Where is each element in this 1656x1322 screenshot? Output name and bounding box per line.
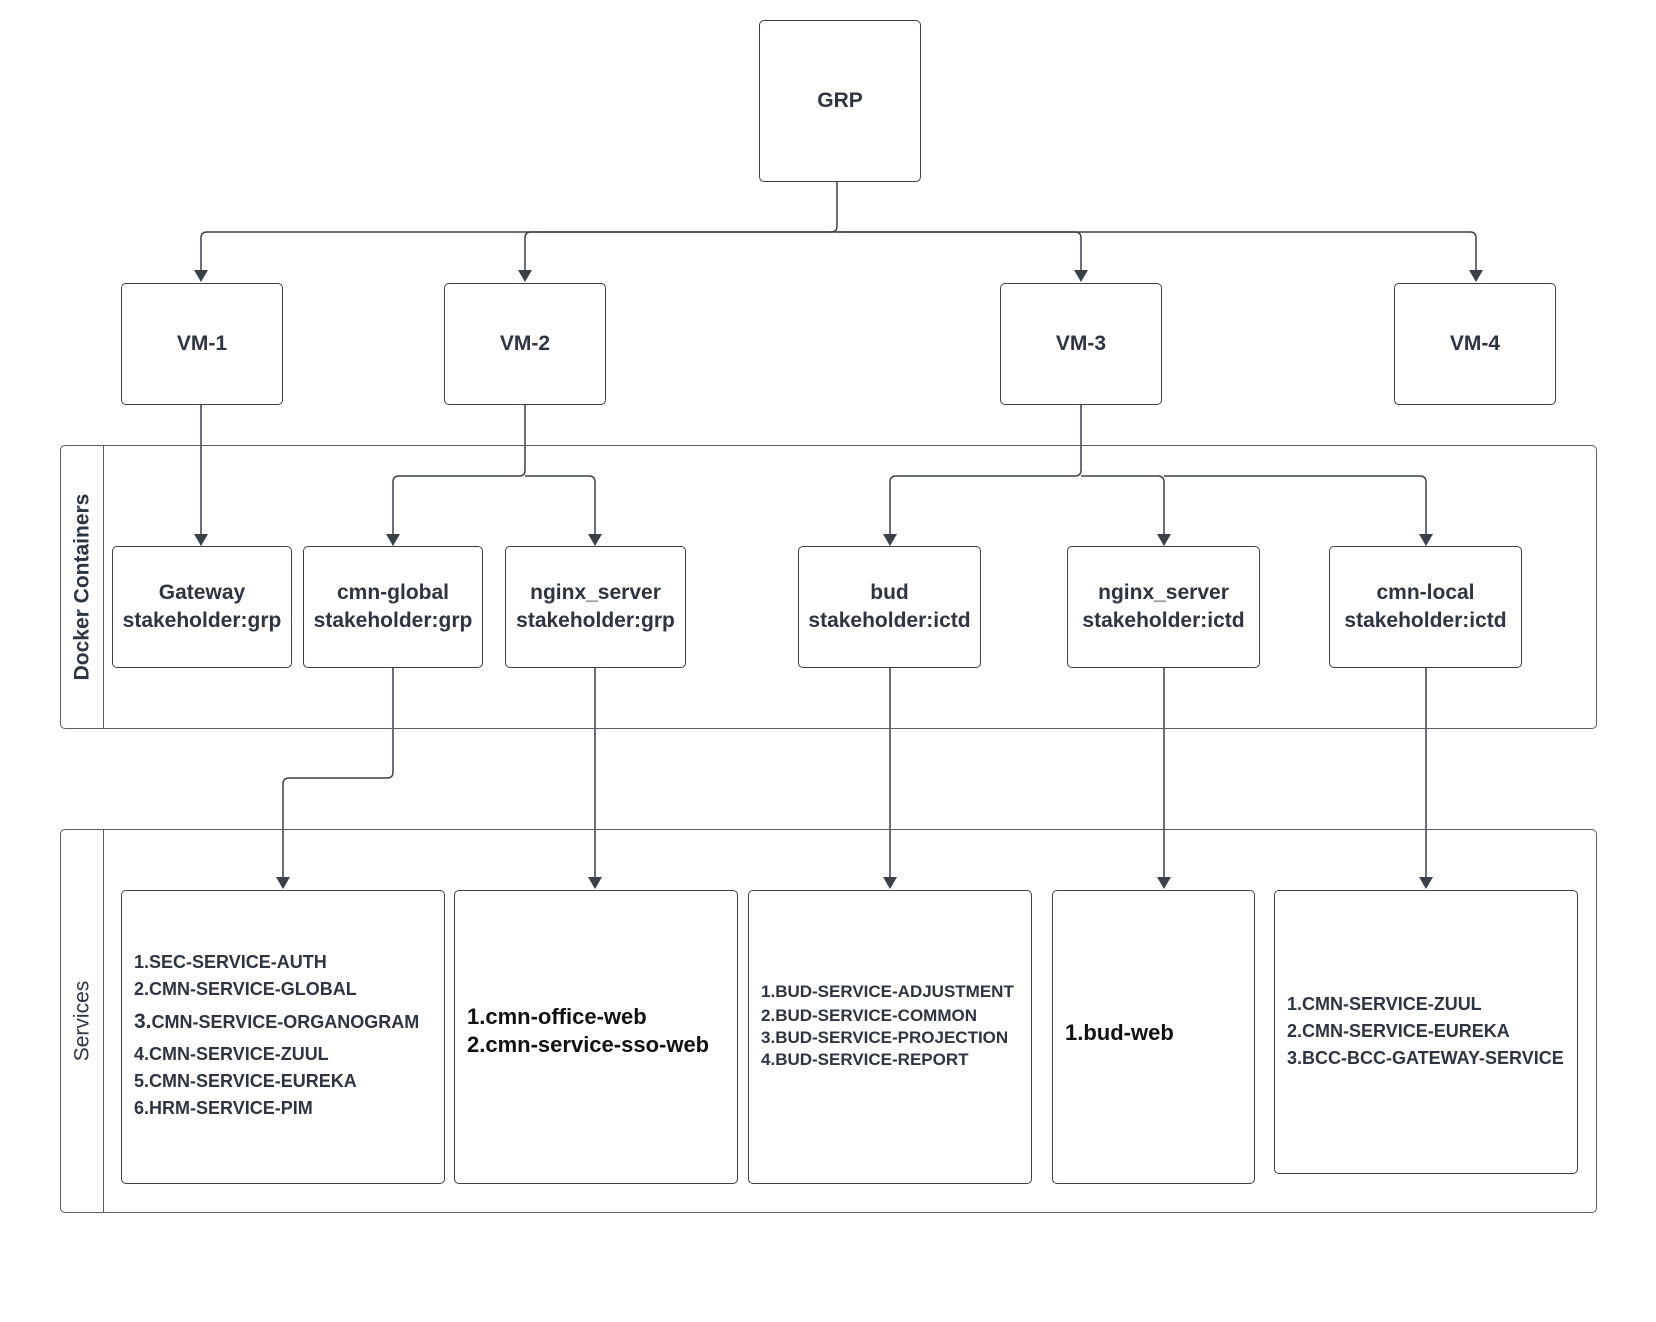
service-list: 1.bud-web [1065, 1019, 1254, 1047]
service-item: 4.BUD-SERVICE-REPORT [761, 1050, 969, 1069]
container-node-cmn-global: cmn-global stakeholder:grp [303, 546, 483, 668]
container-node-bud: bud stakeholder:ictd [798, 546, 981, 668]
service-item: 3.CMN-SERVICE-ORGANOGRAM [134, 1010, 420, 1033]
service-item: 2.CMN-SERVICE-GLOBAL [134, 979, 357, 999]
edge-vm2-nginxgrp [525, 475, 602, 546]
lane-title-services: Services [70, 980, 93, 1062]
service-item: 2.cmn-service-sso-web [467, 1032, 710, 1057]
service-item: 2.BUD-SERVICE-COMMON [761, 1006, 977, 1025]
service-item: 5.CMN-SERVICE-EUREKA [134, 1071, 357, 1091]
lane-title-containers: Docker Containers [70, 493, 94, 681]
container-stakeholder: stakeholder:ictd [1344, 609, 1507, 632]
service-item: 4.CMN-SERVICE-ZUUL [134, 1044, 329, 1064]
container-name: cmn-global [336, 581, 449, 604]
vm-node-4: VM-4 [1394, 283, 1556, 405]
container-stakeholder: stakeholder:grp [313, 609, 473, 632]
services-box-nginx-ictd: 1.bud-web [1052, 890, 1255, 1184]
vm-label: VM-2 [499, 332, 551, 355]
service-item: 3.BUD-SERVICE-PROJECTION [761, 1028, 1009, 1047]
container-name: cmn-local [1376, 581, 1475, 604]
edge-cmnglobal-services [276, 668, 394, 889]
edge-vm3-bud [883, 404, 1082, 546]
vm-label: VM-4 [1449, 332, 1501, 355]
docker-containers-lane: Docker Containers [60, 445, 1597, 729]
vm-label: VM-3 [1055, 332, 1107, 355]
container-name: Gateway [158, 581, 246, 604]
container-stakeholder: stakeholder:grp [516, 609, 675, 632]
container-stakeholder: stakeholder:grp [122, 609, 282, 632]
edge-vm3-cmnlocal [1164, 475, 1433, 546]
service-list: 1.CMN-SERVICE-ZUUL 2.CMN-SERVICE-EUREKA … [1287, 991, 1577, 1072]
services-box-nginx-grp: 1.cmn-office-web 2.cmn-service-sso-web [454, 890, 738, 1184]
container-node-cmn-local: cmn-local stakeholder:ictd [1329, 546, 1522, 668]
grp-root-node: GRP [759, 20, 921, 182]
vm-node-1: VM-1 [121, 283, 283, 405]
container-node-nginx-ictd: nginx_server stakeholder:ictd [1067, 546, 1260, 668]
service-item: 1.SEC-SERVICE-AUTH [134, 952, 327, 972]
container-name: nginx_server [530, 581, 661, 604]
container-node-nginx-grp: nginx_server stakeholder:grp [505, 546, 686, 668]
service-item: 1.CMN-SERVICE-ZUUL [1287, 994, 1482, 1014]
edge-vm3-nginxictd [1081, 475, 1171, 546]
edge-grp-vm1 [194, 181, 838, 282]
service-list: 1.SEC-SERVICE-AUTH 2.CMN-SERVICE-GLOBAL … [134, 949, 444, 1122]
container-node-gateway: Gateway stakeholder:grp [112, 546, 292, 668]
service-item: 1.bud-web [1065, 1020, 1174, 1045]
edge-grp-vm3 [837, 231, 1088, 282]
service-item: 3.BCC-BCC-GATEWAY-SERVICE [1287, 1048, 1564, 1068]
service-item: 1.BUD-SERVICE-ADJUSTMENT [761, 982, 1014, 1001]
container-stakeholder: stakeholder:ictd [808, 609, 971, 632]
services-lane: Services [60, 829, 1597, 1213]
service-item: 1.cmn-office-web [467, 1004, 647, 1029]
service-item: 6.HRM-SERVICE-PIM [134, 1098, 313, 1118]
edge-vm2-cmnglobal [386, 404, 526, 546]
service-list: 1.cmn-office-web 2.cmn-service-sso-web [467, 1003, 737, 1059]
vm-node-2: VM-2 [444, 283, 606, 405]
services-box-bud: 1.BUD-SERVICE-ADJUSTMENT 2.BUD-SERVICE-C… [748, 890, 1032, 1184]
container-name: bud [870, 581, 909, 604]
edge-grp-vm4 [837, 231, 1483, 282]
grp-root-label: GRP [817, 89, 863, 112]
services-box-cmn-local: 1.CMN-SERVICE-ZUUL 2.CMN-SERVICE-EUREKA … [1274, 890, 1578, 1174]
edge-grp-vm2 [518, 231, 837, 282]
vm-node-3: VM-3 [1000, 283, 1162, 405]
docker-containers-lane-label: Docker Containers [61, 446, 104, 728]
container-stakeholder: stakeholder:ictd [1082, 609, 1245, 632]
container-name: nginx_server [1098, 581, 1229, 604]
services-box-cmn-global: 1.SEC-SERVICE-AUTH 2.CMN-SERVICE-GLOBAL … [121, 890, 445, 1184]
services-lane-label: Services [61, 830, 104, 1212]
vm-label: VM-1 [176, 332, 228, 355]
service-item: 2.CMN-SERVICE-EUREKA [1287, 1021, 1510, 1041]
service-list: 1.BUD-SERVICE-ADJUSTMENT 2.BUD-SERVICE-C… [761, 979, 1031, 1071]
